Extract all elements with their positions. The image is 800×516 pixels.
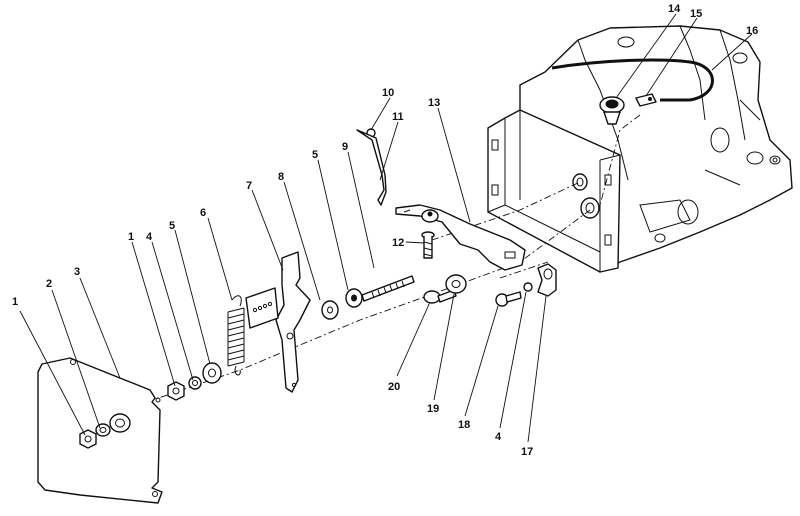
callout-labels: 1 2 3 1 4 5 6 7 8 5 9 10 11 12 13 14 15 … (12, 3, 758, 458)
callout-19: 19 (427, 403, 439, 415)
callout-5a: 5 (169, 220, 175, 232)
callout-8: 8 (278, 171, 284, 183)
washer-5b (345, 288, 363, 308)
stud-9 (361, 275, 415, 302)
mounting-frame (487, 109, 621, 273)
cover-hub (109, 413, 131, 433)
callout-5b: 5 (312, 149, 318, 161)
leader-lines (19, 13, 753, 443)
callout-17: 17 (521, 446, 533, 458)
callout-20: 20 (388, 381, 400, 393)
callout-1b: 1 (128, 231, 134, 243)
callout-4a: 4 (146, 231, 153, 243)
throttle-bracket-13 (395, 204, 526, 271)
washer-8 (321, 300, 339, 320)
callout-4b: 4 (495, 431, 502, 443)
callout-6: 6 (200, 207, 206, 219)
clamp-17 (537, 263, 557, 297)
callout-9: 9 (342, 141, 348, 153)
callout-16: 16 (746, 25, 758, 37)
nut-1-cover (79, 429, 97, 449)
grommet-14 (599, 96, 625, 125)
callout-13: 13 (428, 97, 440, 109)
callout-1: 1 (12, 296, 18, 308)
screw-20 (423, 289, 457, 304)
callout-11: 11 (392, 111, 404, 123)
screw-12 (421, 231, 435, 259)
callout-7: 7 (246, 180, 252, 192)
screw-18 (495, 291, 522, 307)
governor-lever-7 (245, 251, 311, 393)
link-rod-11 (356, 129, 387, 206)
washer-4b (523, 282, 533, 292)
callout-14: 14 (668, 3, 681, 15)
washer-19 (445, 274, 467, 294)
wire-16 (551, 58, 714, 102)
washer-4 (188, 376, 202, 390)
callout-18: 18 (458, 419, 470, 431)
washer-5 (202, 362, 222, 384)
callout-12: 12 (392, 237, 404, 249)
callout-10: 10 (382, 87, 394, 99)
callout-15: 15 (690, 8, 702, 20)
washer-2 (95, 423, 111, 437)
callout-3: 3 (74, 266, 80, 278)
callout-2: 2 (46, 278, 52, 290)
nut-1 (167, 381, 185, 401)
spring-6 (227, 295, 245, 376)
